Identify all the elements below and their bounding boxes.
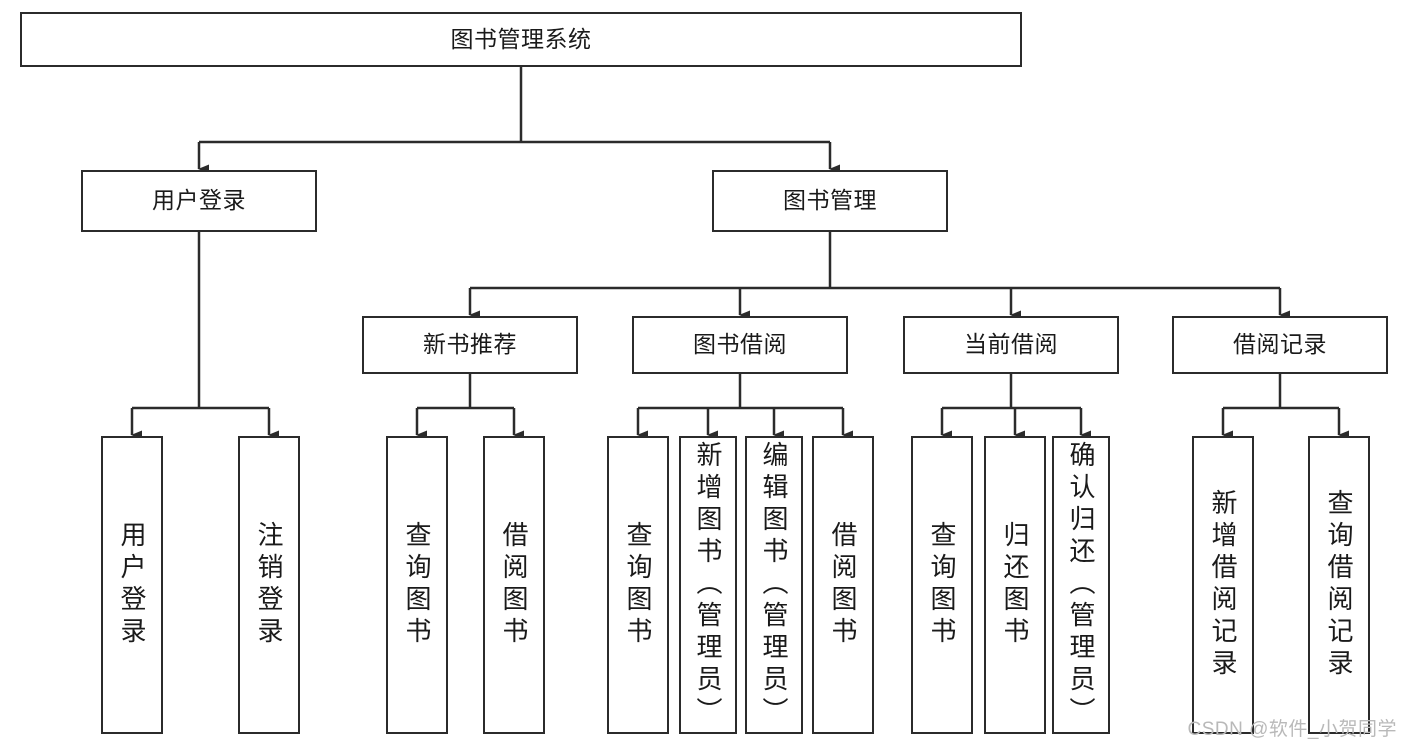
node-label: 新书推荐 xyxy=(423,331,517,358)
node-leaf-query-borrow-record[interactable]: 查询借阅记录 xyxy=(1308,436,1370,734)
node-label: 图书借阅 xyxy=(693,331,787,358)
node-leaf-query-book-borrow[interactable]: 查询图书 xyxy=(607,436,669,734)
node-root[interactable]: 图书管理系统 xyxy=(20,12,1022,67)
node-label: 借阅图书 xyxy=(499,521,529,649)
node-label: 编辑图书（管理员） xyxy=(759,441,789,729)
node-borrow-record[interactable]: 借阅记录 xyxy=(1172,316,1388,374)
node-label: 借阅图书 xyxy=(828,521,858,649)
node-label: 用户登录 xyxy=(152,187,246,214)
node-leaf-borrow-book-recommend[interactable]: 借阅图书 xyxy=(483,436,545,734)
node-leaf-borrow-book[interactable]: 借阅图书 xyxy=(812,436,874,734)
node-label: 查询借阅记录 xyxy=(1324,489,1354,681)
node-label: 新增借阅记录 xyxy=(1208,489,1238,681)
node-label: 查询图书 xyxy=(623,521,653,649)
node-leaf-add-borrow-record[interactable]: 新增借阅记录 xyxy=(1192,436,1254,734)
node-label: 注销登录 xyxy=(254,521,284,649)
node-label: 用户登录 xyxy=(117,521,147,649)
node-leaf-user-logout[interactable]: 注销登录 xyxy=(238,436,300,734)
node-label: 归还图书 xyxy=(1000,521,1030,649)
node-leaf-query-book-current[interactable]: 查询图书 xyxy=(911,436,973,734)
node-book-manage[interactable]: 图书管理 xyxy=(712,170,948,232)
node-label: 借阅记录 xyxy=(1233,331,1327,358)
node-leaf-return-book[interactable]: 归还图书 xyxy=(984,436,1046,734)
node-leaf-user-login[interactable]: 用户登录 xyxy=(101,436,163,734)
node-leaf-edit-book-admin[interactable]: 编辑图书（管理员） xyxy=(745,436,803,734)
node-leaf-confirm-return-admin[interactable]: 确认归还（管理员） xyxy=(1052,436,1110,734)
node-user-login[interactable]: 用户登录 xyxy=(81,170,317,232)
node-leaf-query-book-recommend[interactable]: 查询图书 xyxy=(386,436,448,734)
node-label: 新增图书（管理员） xyxy=(693,441,723,729)
node-label: 图书管理 xyxy=(783,187,877,214)
node-book-borrow[interactable]: 图书借阅 xyxy=(632,316,848,374)
watermark-text: CSDN @软件_小贺同学 xyxy=(1187,719,1397,740)
node-current-borrow[interactable]: 当前借阅 xyxy=(903,316,1119,374)
node-label: 确认归还（管理员） xyxy=(1066,441,1096,729)
node-label: 查询图书 xyxy=(402,521,432,649)
node-label: 当前借阅 xyxy=(964,331,1058,358)
node-label: 图书管理系统 xyxy=(450,25,592,52)
node-label: 查询图书 xyxy=(927,521,957,649)
node-leaf-add-book-admin[interactable]: 新增图书（管理员） xyxy=(679,436,737,734)
node-new-book-recommend[interactable]: 新书推荐 xyxy=(362,316,578,374)
